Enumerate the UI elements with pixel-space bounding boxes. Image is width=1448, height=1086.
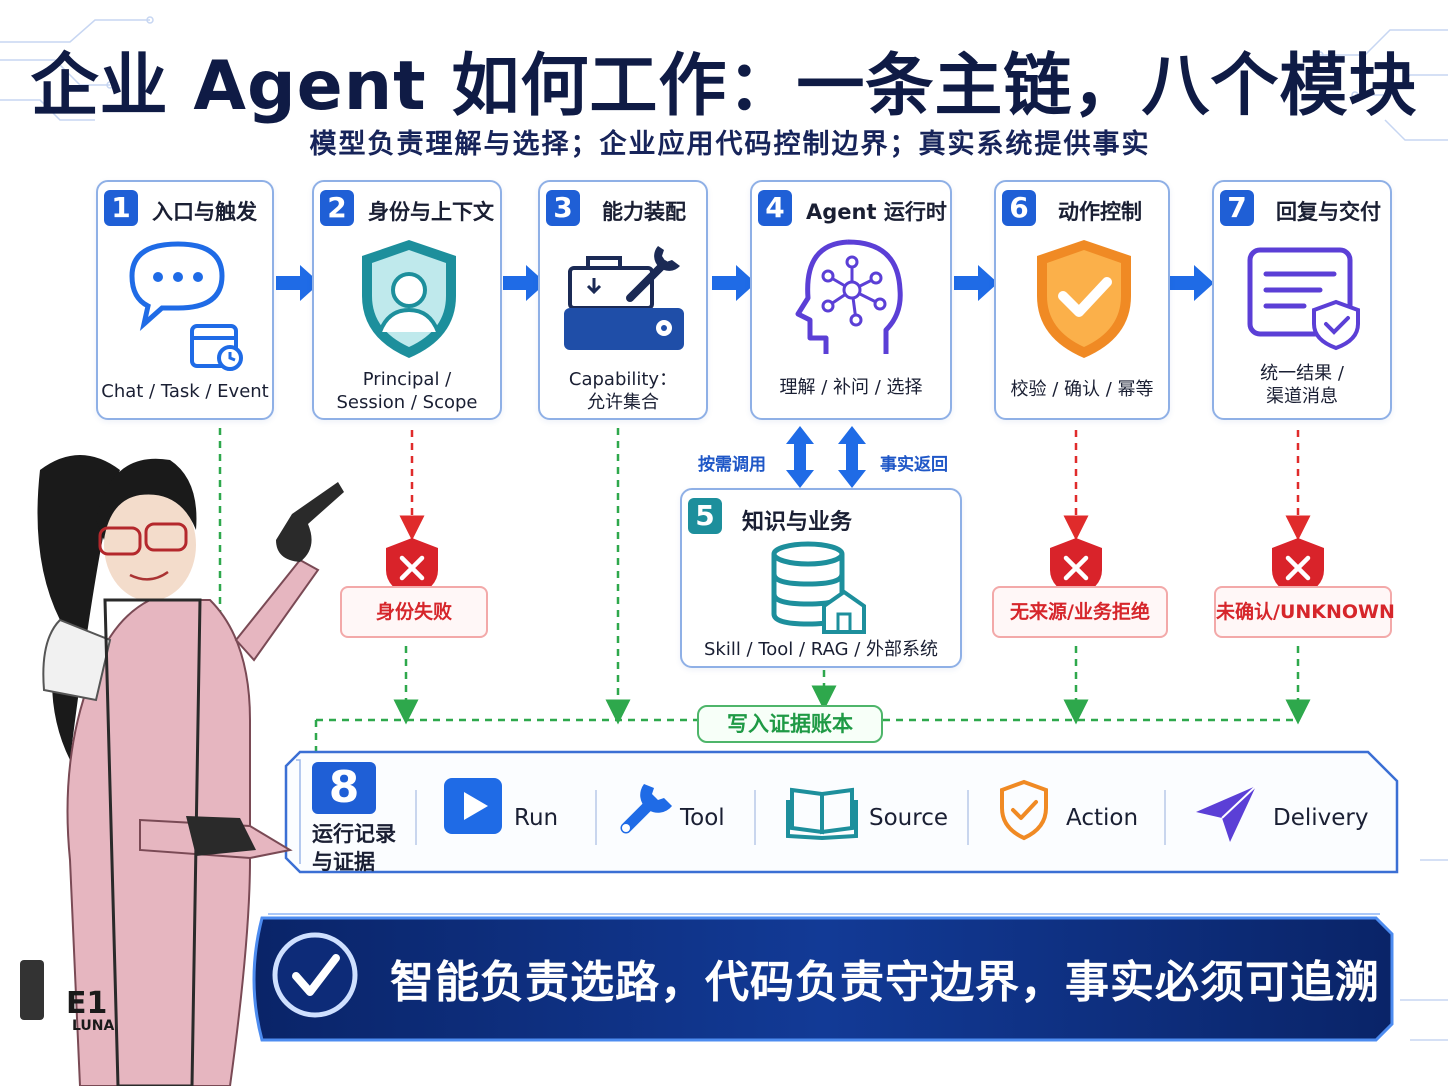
call-return-arrows [786, 426, 866, 488]
module-subtitle: 统一结果 / 渠道消息 [1260, 363, 1344, 407]
brain-head-icon [795, 239, 903, 354]
shield-x-icon [1050, 538, 1102, 598]
module-title: 入口与触发 [152, 200, 257, 224]
module-card-knowledge: 5 知识与业务 Skill / Tool / RAG / 外部系统 [680, 488, 962, 668]
banner-text: 智能负责选路，代码负责守边界，事实必须可追溯 [390, 957, 1380, 1008]
module-subtitle: 校验 / 确认 / 幂等 [1010, 379, 1154, 400]
page-title: 企业 Agent 如何工作：一条主链，八个模块 [30, 47, 1418, 126]
module-number: 7 [1220, 190, 1254, 226]
paper-plane-icon [1196, 785, 1257, 842]
module-subtitle: Chat / Task / Event [101, 381, 269, 402]
module-number: 6 [1002, 190, 1036, 226]
module-title: 动作控制 [1058, 200, 1142, 224]
play-icon [444, 778, 502, 834]
message-check-icon [1247, 247, 1360, 351]
module-title: 身份与上下文 [368, 200, 494, 224]
module-number: 1 [104, 190, 138, 226]
module-number: 2 [320, 190, 354, 226]
module-card-delivery: 7 回复与交付 统一结果 / 渠道消息 [1212, 180, 1392, 420]
module-number: 5 [688, 498, 722, 534]
evidence-title: 运行记录 与证据 [312, 822, 396, 874]
failure-delivery: 未确认/UNKNOWN [1214, 586, 1395, 638]
evidence-item-run: Run [514, 805, 559, 831]
database-icon [771, 541, 866, 634]
module-title: 能力装配 [602, 200, 686, 224]
shield-check-icon [1000, 779, 1048, 841]
failure-lines [399, 430, 1311, 541]
shield-x-icon [1272, 538, 1324, 598]
evidence-item-source: Source [869, 805, 948, 831]
module-title: 知识与业务 [742, 510, 853, 535]
book-icon [786, 787, 858, 841]
module-card-identity: 2 身份与上下文 Principal / Session / Scope [312, 180, 502, 420]
shield-check-icon [1037, 240, 1131, 358]
module-subtitle: 理解 / 补问 / 选择 [779, 377, 923, 398]
character-name: LUNA [72, 1018, 115, 1034]
ledger-lines [218, 428, 1311, 752]
module-card-capability: 3 能力装配 Capability： 允许集合 [538, 180, 708, 420]
module-subtitle: Capability： 允许集合 [568, 369, 678, 413]
module-title: 回复与交付 [1276, 200, 1381, 224]
module-title: Agent 运行时 [806, 200, 947, 224]
module-number: 8 [312, 762, 376, 814]
main-chain-arrows [276, 265, 1214, 301]
circuit-decor [0, 16, 1448, 1041]
module-number: 4 [758, 190, 792, 226]
character-illustration [20, 455, 344, 1086]
evidence-item-tool: Tool [680, 805, 725, 831]
evidence-item-delivery: Delivery [1273, 805, 1369, 831]
shield-user-icon [362, 240, 456, 358]
call-label: 按需调用 [698, 455, 766, 475]
failure-identity: 身份失败 [340, 586, 488, 638]
module-subtitle: Skill / Tool / RAG / 外部系统 [703, 639, 939, 660]
wrench-icon [620, 784, 672, 834]
return-label: 事实返回 [880, 455, 948, 475]
module-card-runtime: 4 Agent 运行时 理解 / 补问 / 选择 [750, 180, 952, 420]
module-card-action: 6 动作控制 校验 / 确认 / 幂等 [994, 180, 1170, 420]
failure-action: 无来源/业务拒绝 [992, 586, 1168, 638]
shield-x-icon [386, 538, 438, 598]
ledger-label: 写入证据账本 [697, 705, 883, 743]
module-number: 3 [546, 190, 580, 226]
banner-frame [252, 913, 1394, 1042]
module-card-entry: 1 入口与触发 Chat / Task / Event [96, 180, 274, 420]
character-badge: E1 [66, 986, 108, 1021]
module-subtitle: Principal / Session / Scope [336, 369, 478, 413]
page-subtitle: 模型负责理解与选择；企业应用代码控制边界；真实系统提供事实 [309, 129, 1151, 160]
evidence-item-action: Action [1066, 805, 1139, 831]
toolbox-icon [564, 246, 684, 350]
chat-bubble-icon [129, 241, 243, 371]
evidence-frame [284, 750, 1399, 874]
